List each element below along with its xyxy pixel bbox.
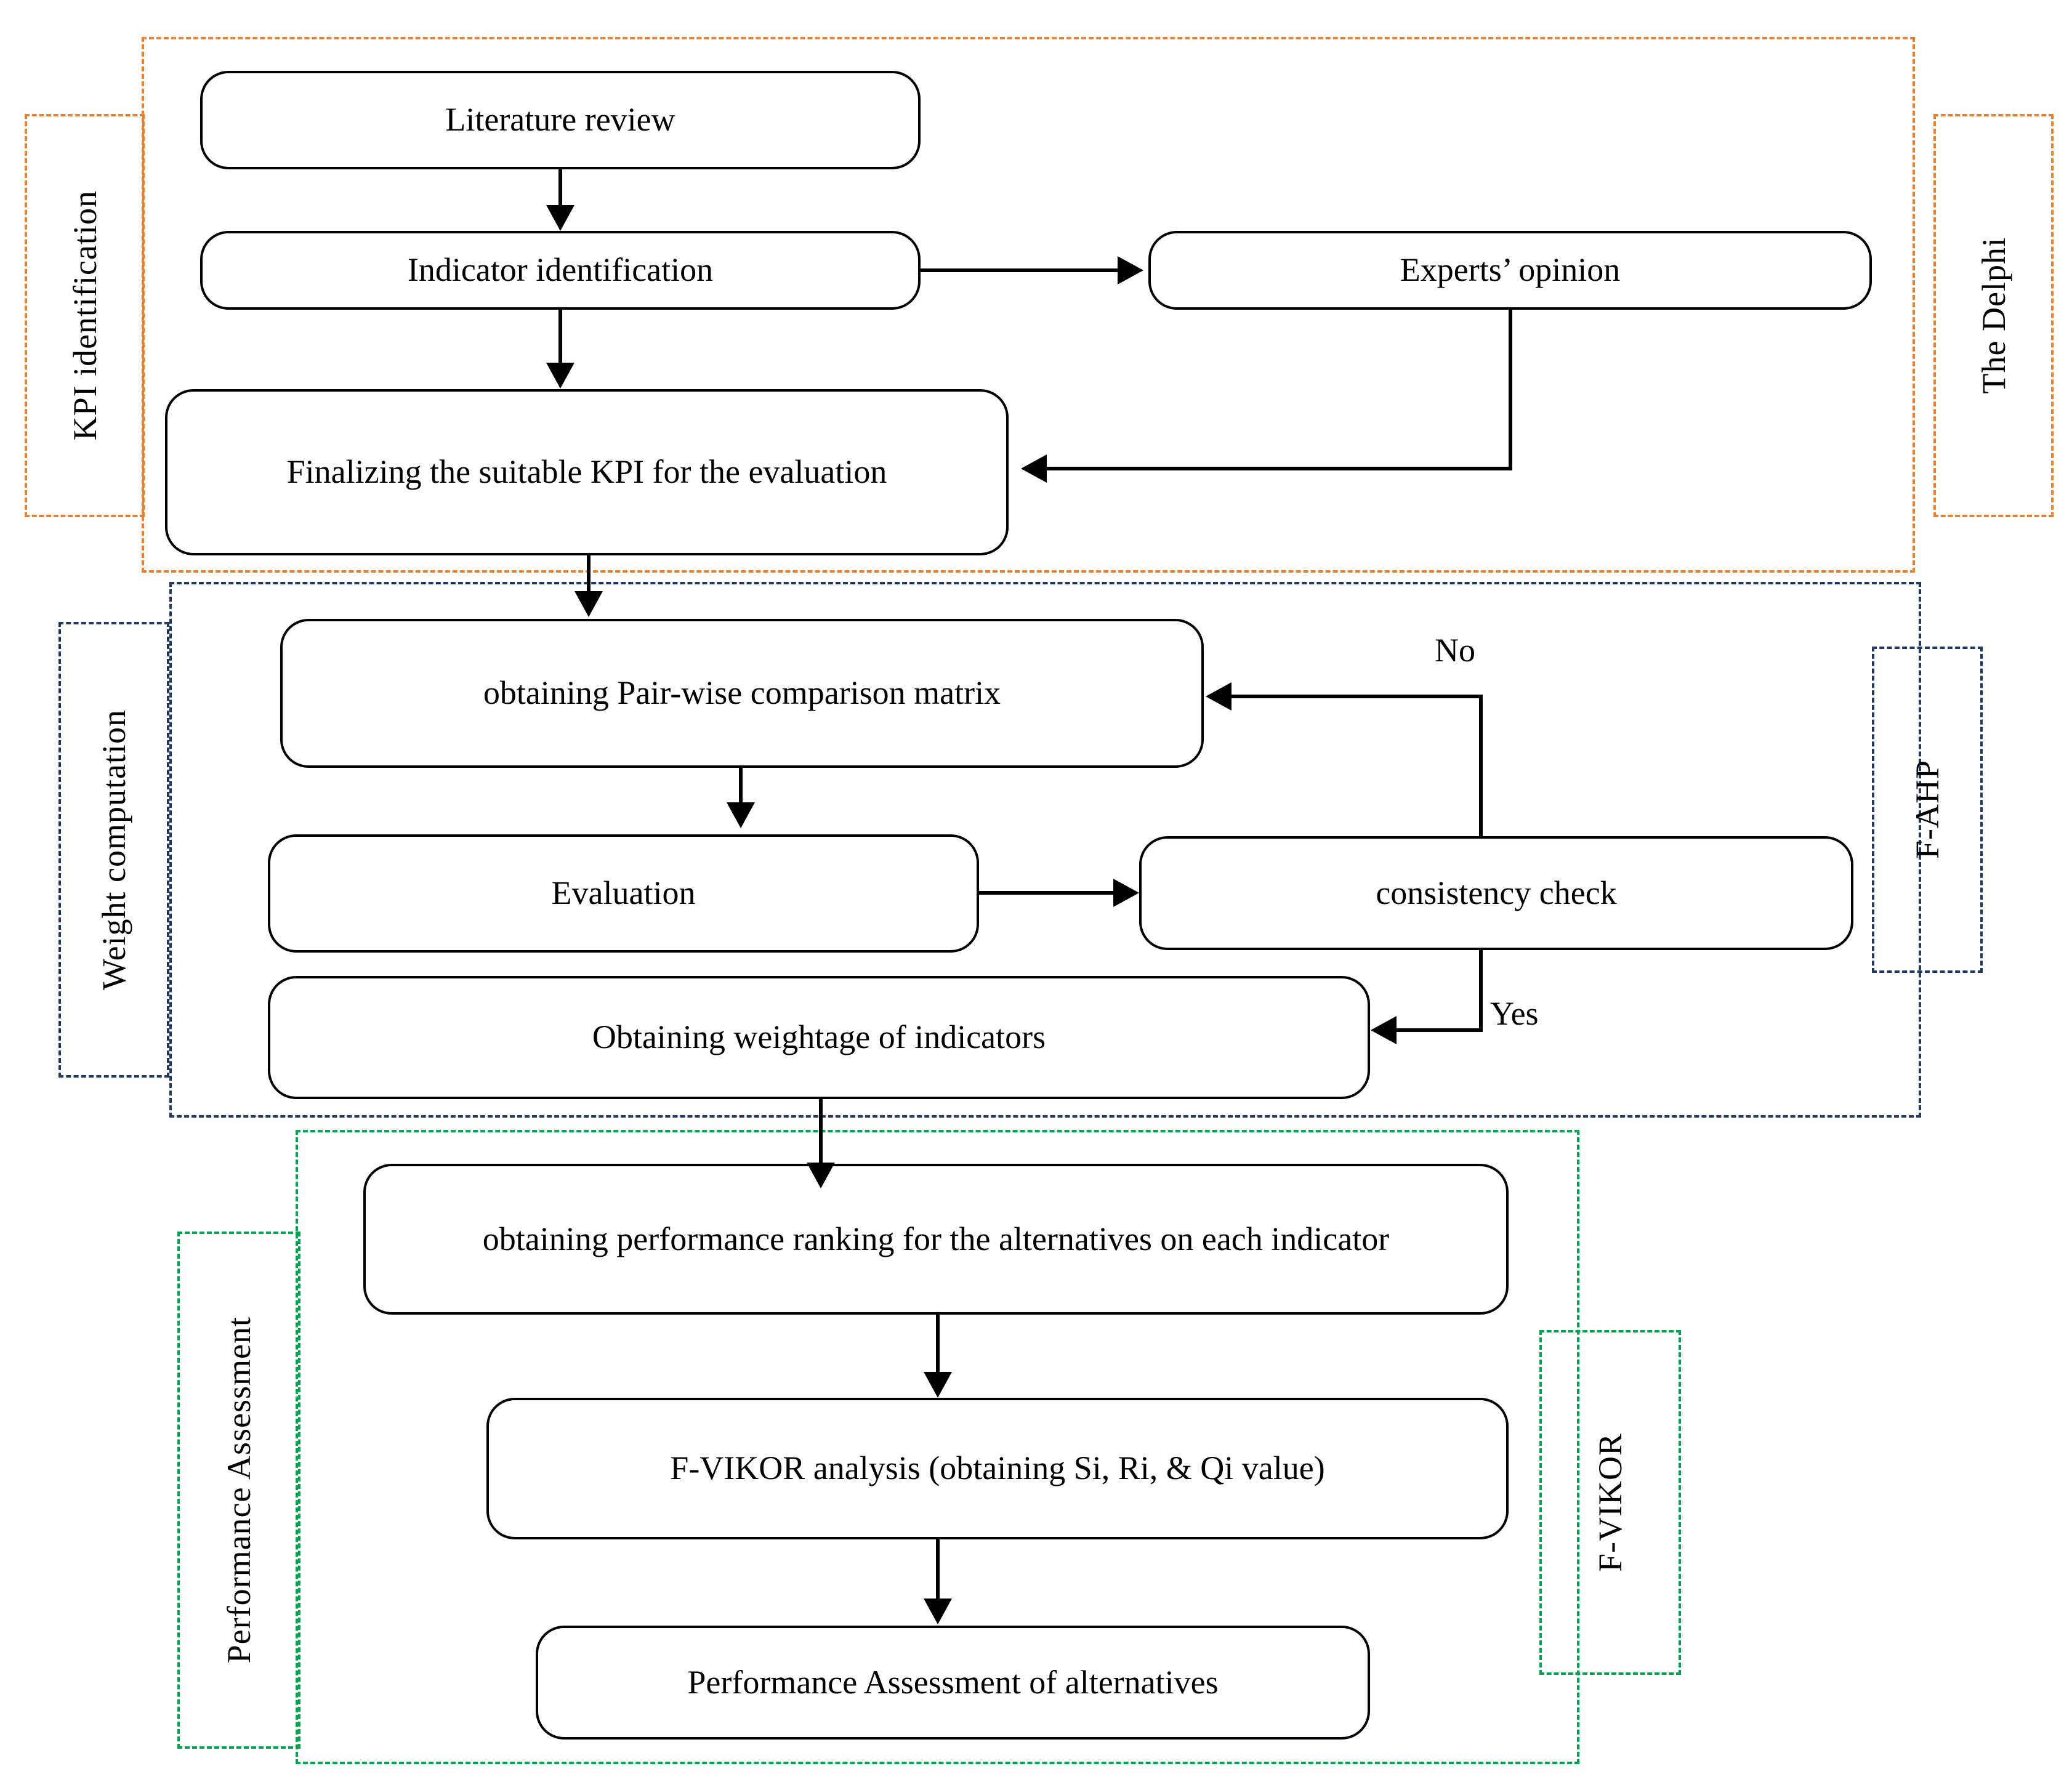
connector-yes-branch-arrowhead — [1371, 1016, 1397, 1044]
connector-finalize-to-pairwise-arrowhead — [574, 591, 603, 617]
node-performance-assessment-alternatives[interactable]: Performance Assessment of alternatives — [536, 1626, 1370, 1740]
connector-experts-to-finalize-vertical — [1509, 310, 1512, 469]
node-literature-review[interactable]: Literature review — [200, 71, 921, 169]
edge-label-yes: Yes — [1490, 995, 1539, 1032]
connector-no-branch-horizontal — [1232, 695, 1483, 698]
method-label-f-vikor-text: F-VIKOR — [1592, 1432, 1629, 1572]
method-label-the-delphi: The Delphi — [1933, 114, 2054, 517]
connector-evaluation-to-consistency-line — [979, 891, 1115, 895]
phase-label-kpi-identification-text: KPI identification — [66, 190, 103, 441]
phase-container-performance-assessment — [296, 1130, 1579, 1764]
node-performance-ranking[interactable]: obtaining performance ranking for the al… — [363, 1164, 1509, 1315]
node-evaluation[interactable]: Evaluation — [268, 834, 979, 953]
connector-no-branch-arrowhead — [1206, 682, 1232, 711]
node-finalizing-suitable-kpi[interactable]: Finalizing the suitable KPI for the eval… — [165, 389, 1009, 555]
connector-indicator-to-finalize-line — [558, 310, 562, 364]
phase-label-kpi-identification: KPI identification — [25, 114, 145, 517]
connector-pairwise-to-evaluation-line — [739, 768, 743, 804]
phase-label-weight-computation-text: Weight computation — [95, 709, 132, 991]
node-consistency-check[interactable]: consistency check — [1139, 836, 1853, 950]
phase-label-weight-computation: Weight computation — [58, 622, 169, 1078]
connector-yes-branch-vertical — [1479, 950, 1483, 1030]
edge-label-no: No — [1435, 632, 1475, 669]
method-label-the-delphi-text: The Delphi — [1975, 237, 2012, 394]
node-experts-opinion[interactable]: Experts’ opinion — [1148, 231, 1872, 310]
node-indicator-identification[interactable]: Indicator identification — [200, 231, 921, 310]
connector-fvikor-to-assessment-line — [936, 1539, 940, 1601]
connector-literature-to-indicator-line — [558, 169, 562, 206]
connector-yes-branch-horizontal — [1397, 1028, 1483, 1032]
connector-fvikor-to-assessment-arrowhead — [924, 1599, 952, 1624]
connector-indicator-to-experts-arrowhead — [1118, 256, 1143, 284]
node-obtaining-weightage[interactable]: Obtaining weightage of indicators — [268, 976, 1370, 1099]
connector-experts-to-finalize-arrowhead — [1021, 454, 1047, 483]
node-pairwise-comparison-matrix[interactable]: obtaining Pair-wise comparison matrix — [280, 619, 1204, 768]
connector-pairwise-to-evaluation-arrowhead — [727, 802, 755, 828]
method-label-f-vikor: F-VIKOR — [1539, 1330, 1681, 1675]
connector-finalize-to-pairwise-line — [587, 555, 591, 592]
connector-ranking-to-fvikor-line — [936, 1315, 940, 1376]
connector-weightage-to-ranking-arrowhead — [807, 1163, 835, 1188]
connector-weightage-to-ranking-line — [819, 1099, 823, 1164]
phase-label-performance-assessment: Performance Assessment — [177, 1232, 300, 1749]
connector-ranking-to-fvikor-arrowhead — [924, 1372, 952, 1398]
phase-container-weight-computation — [169, 582, 1921, 1118]
connector-experts-to-finalize-horizontal — [1047, 467, 1512, 470]
method-label-f-ahp: F-AHP — [1872, 647, 1983, 973]
phase-label-performance-assessment-text: Performance Assessment — [220, 1316, 257, 1664]
connector-no-branch-vertical — [1479, 695, 1483, 837]
connector-literature-to-indicator-arrowhead — [546, 205, 574, 231]
connector-indicator-to-experts-line — [921, 268, 1118, 272]
connector-evaluation-to-consistency-arrowhead — [1113, 879, 1139, 907]
connector-indicator-to-finalize-arrowhead — [546, 363, 574, 389]
node-fvikor-analysis[interactable]: F-VIKOR analysis (obtaining Si, Ri, & Qi… — [486, 1398, 1509, 1539]
method-label-f-ahp-text: F-AHP — [1909, 760, 1946, 860]
